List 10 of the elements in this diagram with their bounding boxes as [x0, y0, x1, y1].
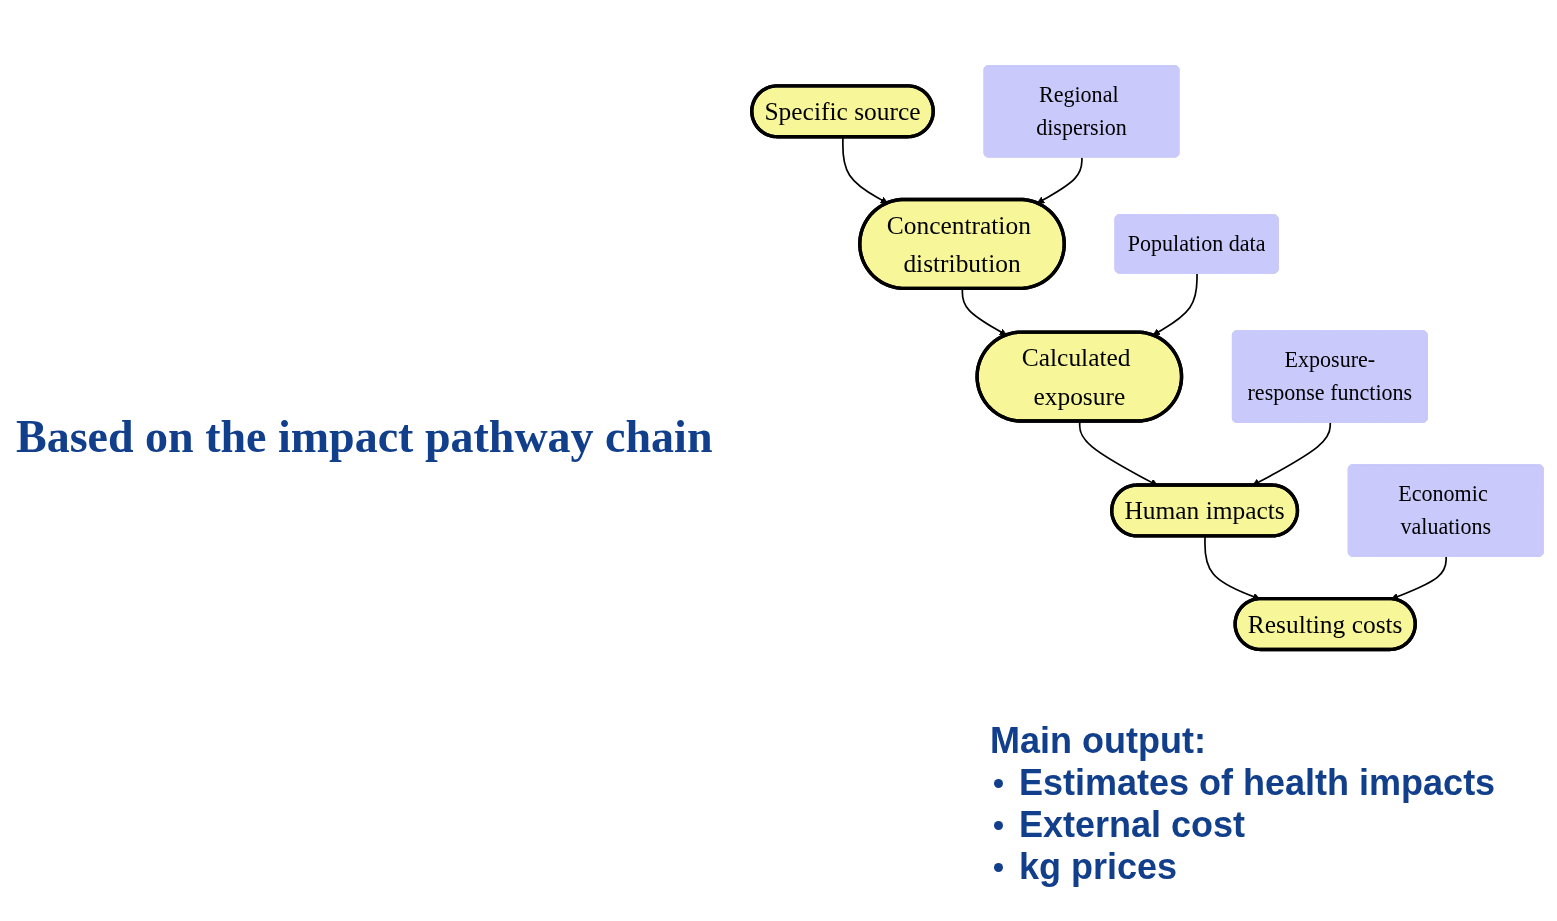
- title: Based on the impact pathway chain: [16, 410, 713, 463]
- arrow: [1036, 156, 1083, 204]
- output-item: External cost: [1019, 804, 1246, 846]
- output-item: kg prices: [1019, 846, 1178, 888]
- arrow: [1152, 272, 1198, 336]
- arrow: [961, 288, 1007, 336]
- output-item: Estimates of health impacts: [1019, 762, 1496, 804]
- arrow: [842, 136, 888, 204]
- output-heading: Main output:: [990, 720, 1207, 762]
- arrow: [1252, 421, 1332, 486]
